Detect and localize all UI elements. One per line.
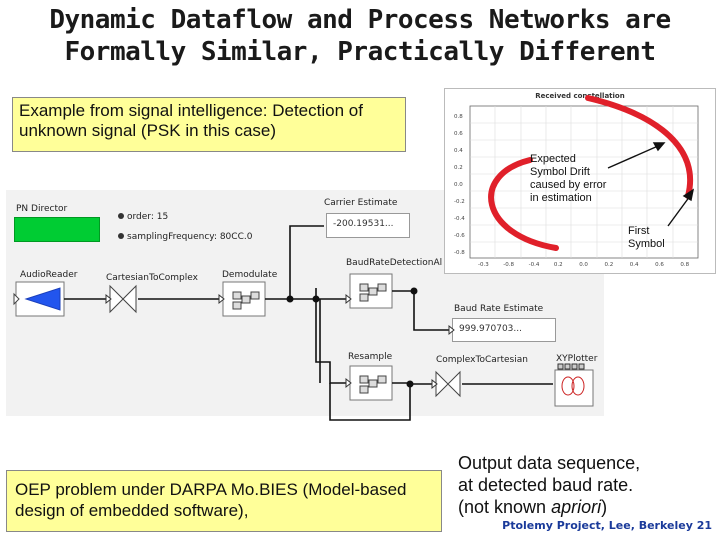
plot-x-tick: -0.3 xyxy=(478,262,489,268)
carrier-estimate-display[interactable]: -200.19531... xyxy=(326,213,410,238)
director-label: PN Director xyxy=(16,204,68,214)
param-sampling[interactable]: samplingFrequency: 80CC.0 xyxy=(118,232,252,242)
demodulate-label: Demodulate xyxy=(222,270,278,280)
baud-estimate-display[interactable]: 999.970703... xyxy=(452,318,556,342)
output-description: Output data sequence, at detected baud r… xyxy=(458,453,641,517)
param-order[interactable]: order: 15 xyxy=(118,212,168,222)
composite-actor-icon[interactable] xyxy=(222,281,266,317)
complex-to-cartesian-label: ComplexToCartesian xyxy=(436,355,528,365)
audio-reader-label: AudioReader xyxy=(20,270,78,280)
param-bullet-icon xyxy=(118,213,124,219)
top-note: Example from signal intelligence: Detect… xyxy=(12,97,406,152)
plot-y-tick: -0.6 xyxy=(454,233,465,239)
param-bullet-icon xyxy=(118,233,124,239)
plot-title: Received constellation xyxy=(535,92,625,100)
plot-y-tick: 0.0 xyxy=(454,182,463,188)
resample-label: Resample xyxy=(348,352,393,362)
plot-x-tick: 0.0 xyxy=(579,262,588,268)
slide-title-line-1: Dynamic Dataflow and Process Networks ar… xyxy=(49,5,671,35)
plot-y-tick: 0.6 xyxy=(454,131,463,137)
xy-plotter-label: XYPlotter xyxy=(556,354,598,364)
footer-credit: Ptolemy Project, Lee, Berkeley 21 xyxy=(502,519,712,532)
plot-x-tick: 0.8 xyxy=(680,262,690,268)
plot-y-tick: -0.2 xyxy=(454,199,465,205)
plot-x-tick: 0.4 xyxy=(629,262,639,268)
plot-y-tick: 0.4 xyxy=(454,148,463,154)
plot-y-tick: 0.2 xyxy=(454,165,463,171)
drift-annotation: Expected Symbol Drift caused by error in… xyxy=(530,153,607,204)
plot-x-tick: -0.4 xyxy=(528,262,540,268)
plot-y-tick: -0.8 xyxy=(454,250,465,256)
first-symbol-annotation: First Symbol xyxy=(628,225,665,250)
plot-x-tick: 0.6 xyxy=(655,262,664,268)
carrier-estimate-label: Carrier Estimate xyxy=(324,198,398,208)
composite-actor-icon[interactable] xyxy=(349,365,393,401)
plot-x-tick: 0.2 xyxy=(553,262,563,268)
pn-director[interactable] xyxy=(14,217,100,242)
composite-actor-icon[interactable] xyxy=(349,273,393,309)
slide-title-line-2: Formally Similar, Practically Different xyxy=(64,37,656,67)
plot-y-tick: -0.4 xyxy=(454,216,465,222)
xy-plotter-icon[interactable] xyxy=(554,363,594,407)
plot-x-tick: -0.8 xyxy=(503,262,515,268)
audio-reader-icon[interactable] xyxy=(13,281,65,317)
bottom-note: OEP problem under DARPA Mo.BIES (Model-b… xyxy=(6,470,442,532)
cartesian-to-complex-label: CartesianToComplex xyxy=(106,273,198,283)
slide-title: Dynamic Dataflow and Process Networks ar… xyxy=(0,4,720,68)
baud-estimate-label: Baud Rate Estimate xyxy=(454,304,544,314)
plot-x-tick: 0.2 xyxy=(604,262,614,268)
plot-y-tick: 0.8 xyxy=(454,114,463,120)
baud-detection-label: BaudRateDetectionAl xyxy=(346,258,443,268)
